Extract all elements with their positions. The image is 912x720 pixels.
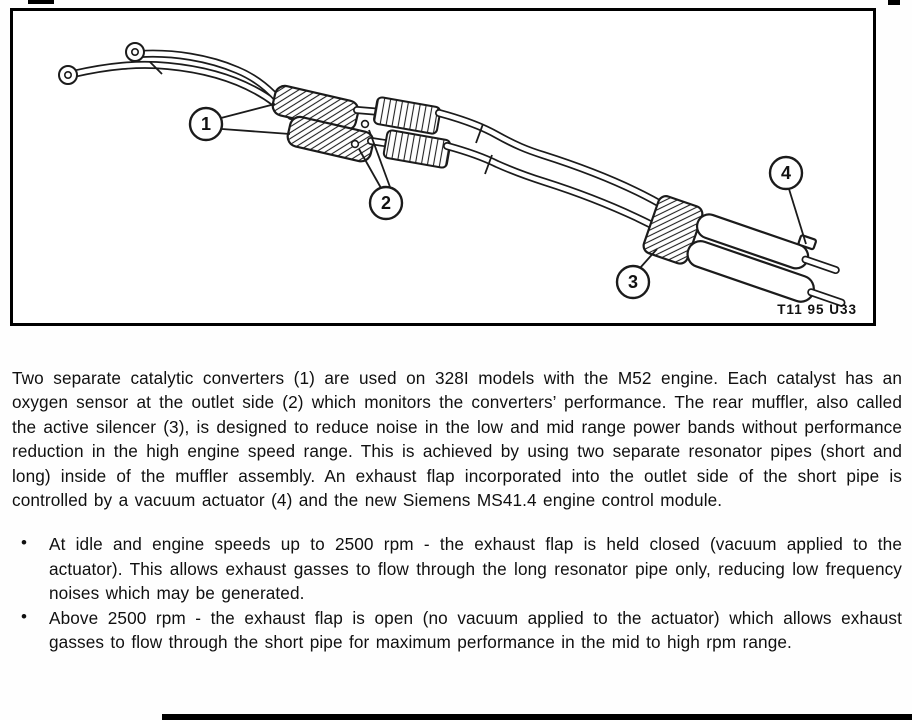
callout-number-4: 4 bbox=[781, 163, 791, 183]
bullet-item-idle: • At idle and engine speeds up to 2500 r… bbox=[12, 532, 902, 605]
front-exhaust-pipes bbox=[69, 49, 295, 120]
pipe-clamp bbox=[475, 123, 484, 144]
exhaust-system-diagram: 1 2 3 4 bbox=[58, 42, 846, 307]
vacuum-actuator bbox=[797, 234, 818, 251]
callout-number-3: 3 bbox=[628, 272, 638, 292]
bullet-text: At idle and engine speeds up to 2500 rpm… bbox=[49, 534, 902, 604]
front-flange bbox=[58, 42, 163, 85]
callout-number-1: 1 bbox=[201, 114, 211, 134]
oxygen-sensors bbox=[350, 119, 370, 149]
scan-artifact bbox=[162, 714, 912, 720]
bullet-marker: • bbox=[21, 606, 28, 626]
pipe-clamp bbox=[484, 154, 493, 175]
bullet-text: Above 2500 rpm - the exhaust flap is ope… bbox=[49, 607, 902, 653]
callout-1: 1 bbox=[188, 103, 291, 142]
body-paragraph: Two separate catalytic converters (1) ar… bbox=[12, 368, 902, 511]
rear-muffler bbox=[642, 195, 846, 307]
scan-artifact bbox=[888, 0, 900, 5]
callout-4: 4 bbox=[768, 155, 807, 245]
mid-exhaust-pipes bbox=[435, 109, 677, 240]
catalytic-converter-2 bbox=[286, 115, 375, 163]
callout-number-2: 2 bbox=[381, 193, 391, 213]
callout-3: 3 bbox=[615, 248, 658, 300]
bullet-list: • At idle and engine speeds up to 2500 r… bbox=[12, 532, 902, 654]
figure-reference-number: T11 95 U33 bbox=[777, 302, 857, 317]
figure-box: 1 2 3 4 T11 95 U33 bbox=[10, 8, 876, 326]
callout-2: 2 bbox=[358, 129, 404, 221]
scan-artifact bbox=[28, 0, 54, 4]
bullet-item-above-2500: • Above 2500 rpm - the exhaust flap is o… bbox=[12, 606, 902, 655]
flex-resonator-section bbox=[373, 96, 452, 169]
bullet-marker: • bbox=[21, 533, 28, 553]
body-text-block: Two separate catalytic converters (1) ar… bbox=[12, 366, 902, 654]
muffler-inlet bbox=[642, 195, 704, 265]
